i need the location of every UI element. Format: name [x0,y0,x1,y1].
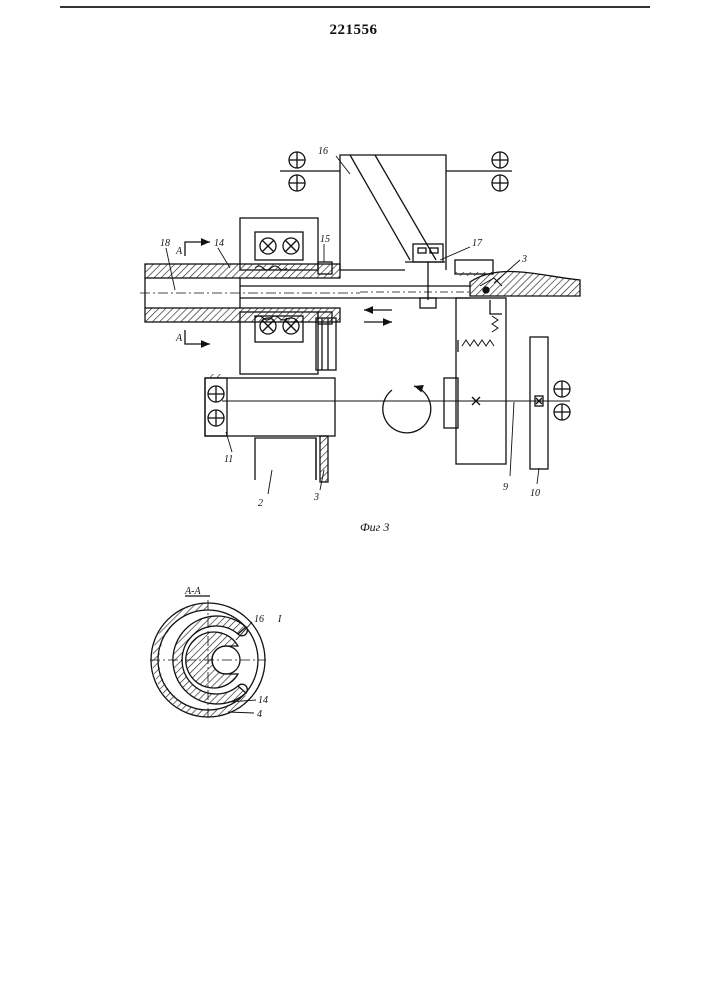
label-3-gripper: 3 [521,254,527,265]
section-a-a [150,596,266,720]
label-15: 15 [320,234,330,245]
label-17: 17 [472,238,483,249]
main-rod [240,286,470,298]
mark-i: I [277,614,282,625]
label-3-frame: 3 [313,492,319,503]
label-2: 2 [258,498,263,509]
label-14: 14 [214,238,224,249]
section-title: A-A [184,586,201,597]
upper-left-bearings [280,152,340,191]
label-section-a-top: A [175,246,183,257]
label-16-section: 16 [254,614,264,625]
cam-disc-10 [530,337,570,469]
label-11: 11 [224,454,233,465]
label-16: 16 [318,146,328,157]
drive-shaft-9 [222,397,570,405]
frame-2 [255,438,316,480]
label-9: 9 [503,482,508,493]
figure-3 [140,152,580,494]
upper-right-bearings [446,152,512,191]
leader-lines [166,156,539,494]
figure-3-caption: Фиг 3 [360,520,389,534]
label-section-a-bottom: A [175,333,183,344]
figure-3-labels: 18 14 15 16 17 3 11 2 3 9 10 A A Фиг 3 [160,146,540,534]
rotation-arrow [383,386,431,433]
label-18: 18 [160,238,170,249]
label-4-section: 4 [257,709,262,720]
label-14-section: 14 [258,695,268,706]
label-10: 10 [530,488,540,499]
section-marker-top [185,242,210,256]
gripper-3 [470,272,580,296]
lever-with-spring [444,298,506,464]
spindle-section [140,262,360,324]
section-marker-bottom [185,330,210,344]
